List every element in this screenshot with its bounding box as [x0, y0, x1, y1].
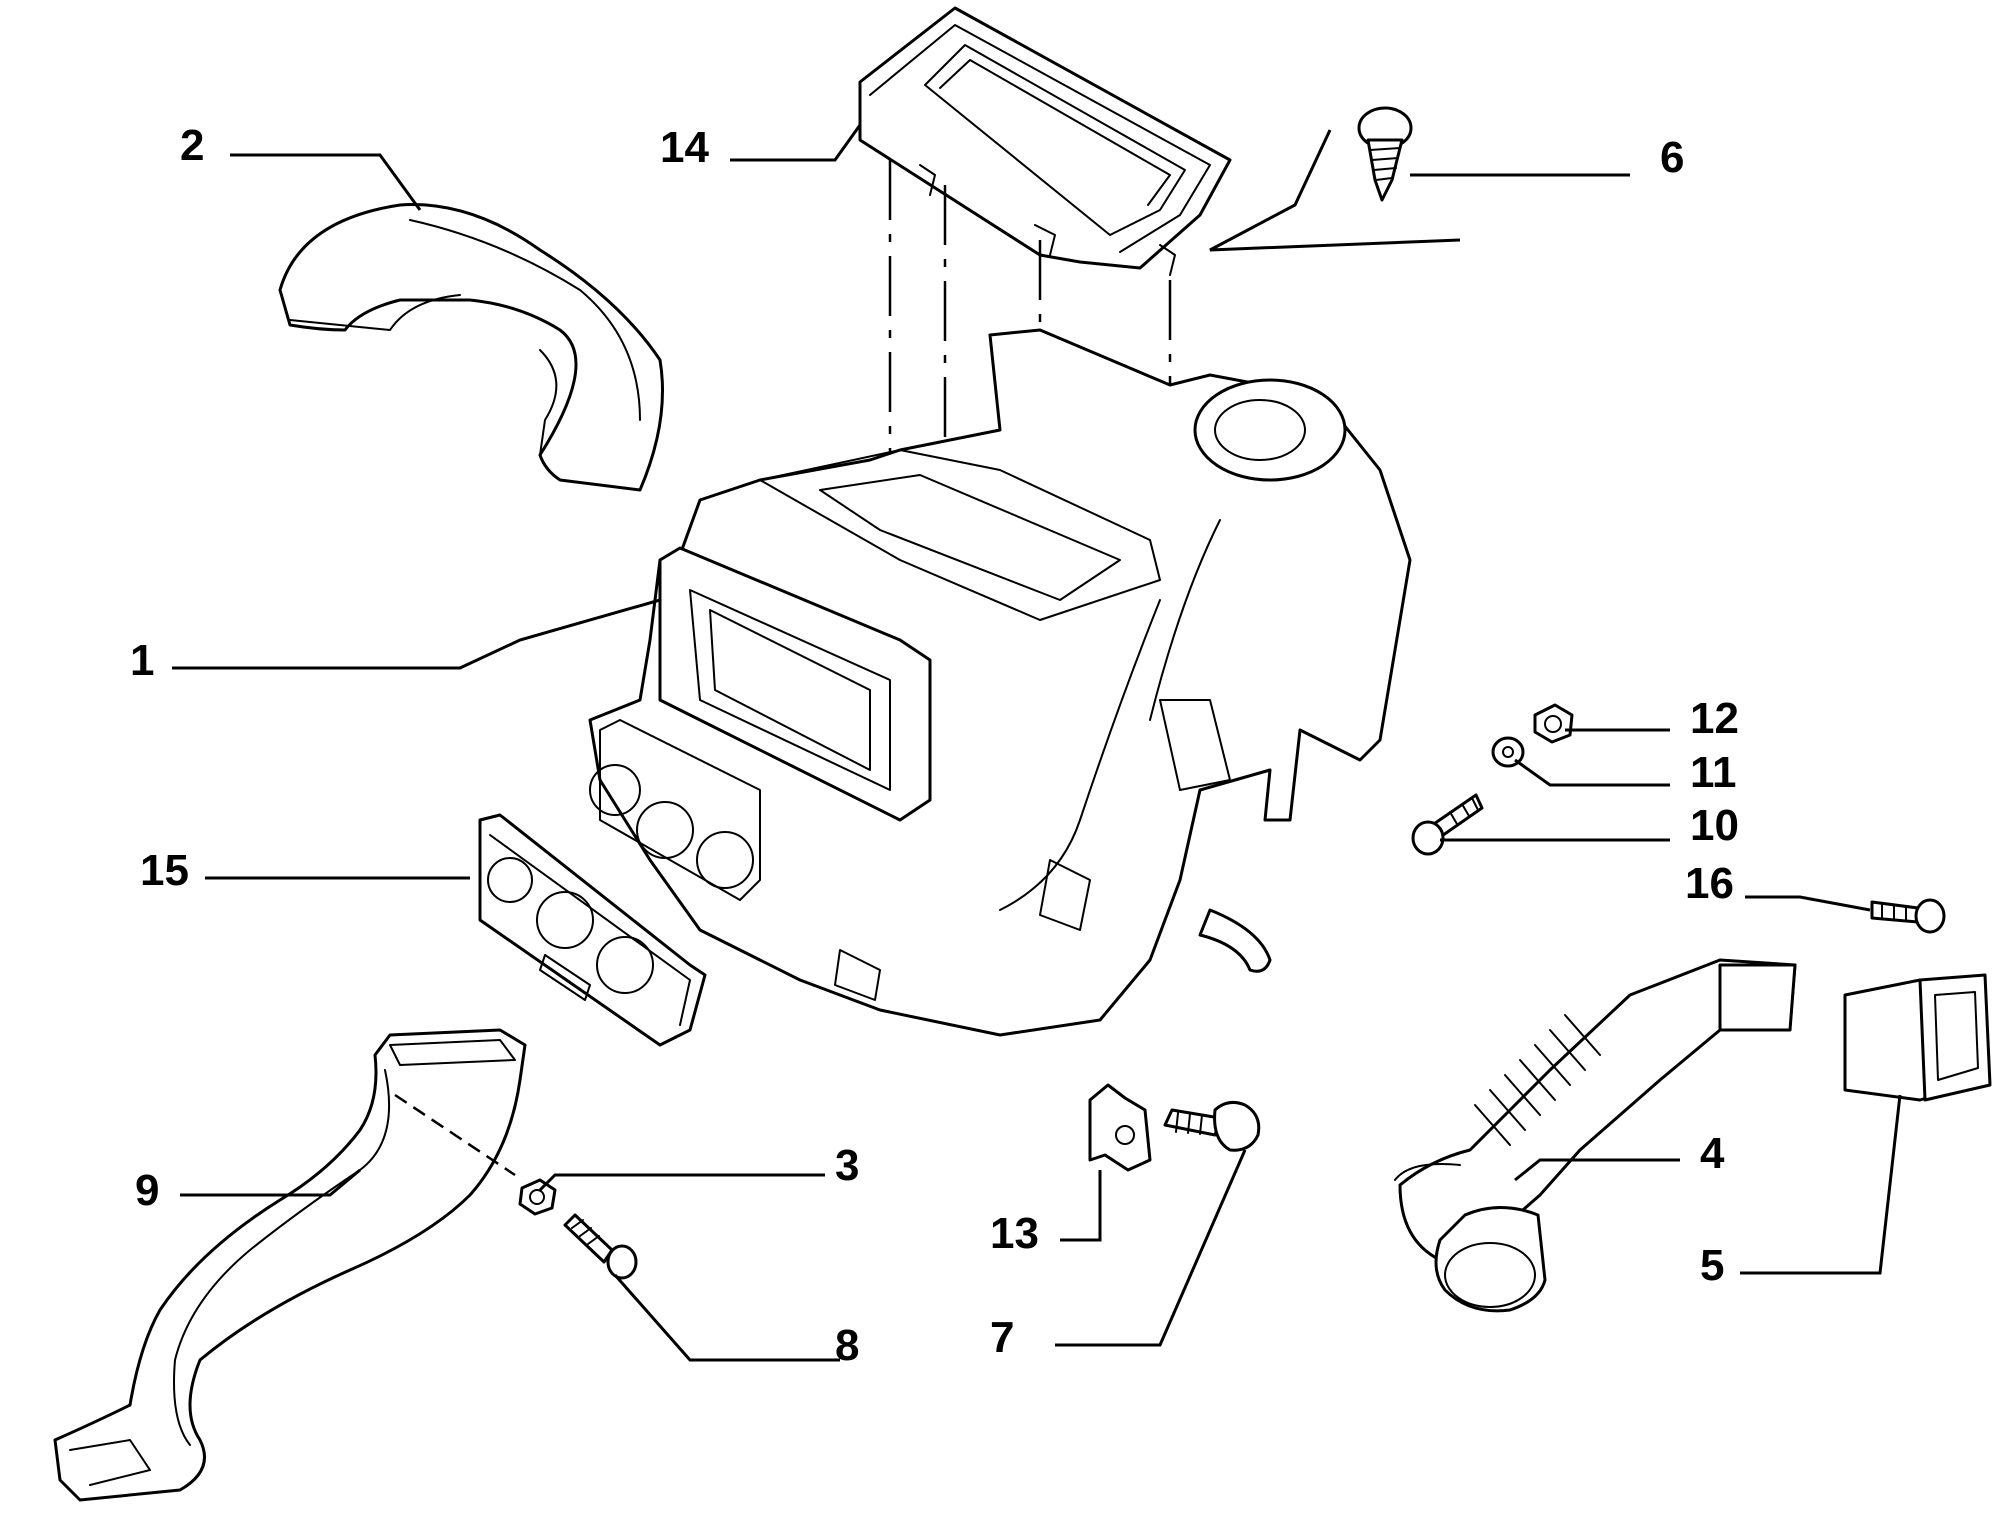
- part-8-bolt: [563, 1213, 638, 1280]
- leader-lines: [172, 124, 1902, 1362]
- callout-13: 13: [990, 1209, 1039, 1258]
- part-10-bolt: [1411, 793, 1484, 856]
- callout-5: 5: [1700, 1241, 1724, 1290]
- callout-4: 4: [1700, 1129, 1725, 1178]
- callout-1: 1: [130, 636, 154, 685]
- callout-15: 15: [140, 846, 189, 895]
- callout-14: 14: [660, 123, 709, 172]
- part-16-screw: [1870, 898, 1946, 934]
- part-11-washer: [1491, 736, 1525, 768]
- part-12-nut: [1533, 703, 1574, 744]
- callout-3: 3: [835, 1141, 859, 1190]
- part-15-control-bezel: [478, 813, 707, 1047]
- part-9-floor-duct: [53, 1028, 527, 1502]
- part-1-heater-unit: [588, 328, 1412, 1037]
- callout-12: 12: [1690, 694, 1739, 743]
- callout-6: 6: [1660, 133, 1684, 182]
- part-7-flange-bolt: [1163, 1100, 1261, 1152]
- callouts: 2 14 6 1 15 12 11 10 16 3 9 4 13 5 7 8: [130, 121, 1739, 1370]
- callout-16: 16: [1685, 859, 1734, 908]
- callout-11: 11: [1690, 748, 1737, 797]
- part-6-screw: [1357, 106, 1413, 202]
- callout-8: 8: [835, 1321, 859, 1370]
- part-3-nut: [518, 1178, 557, 1216]
- part-4-corrugated-duct: [1394, 958, 1797, 1313]
- part-2-air-duct: [278, 203, 664, 492]
- callout-9: 9: [135, 1166, 159, 1215]
- part-13-bracket: [1088, 1083, 1152, 1172]
- callout-10: 10: [1690, 801, 1739, 850]
- part-5-duct-adapter: [1843, 973, 1992, 1102]
- part-14-filter-cover: [858, 6, 1232, 276]
- callout-7: 7: [990, 1313, 1014, 1362]
- callout-2: 2: [180, 121, 204, 170]
